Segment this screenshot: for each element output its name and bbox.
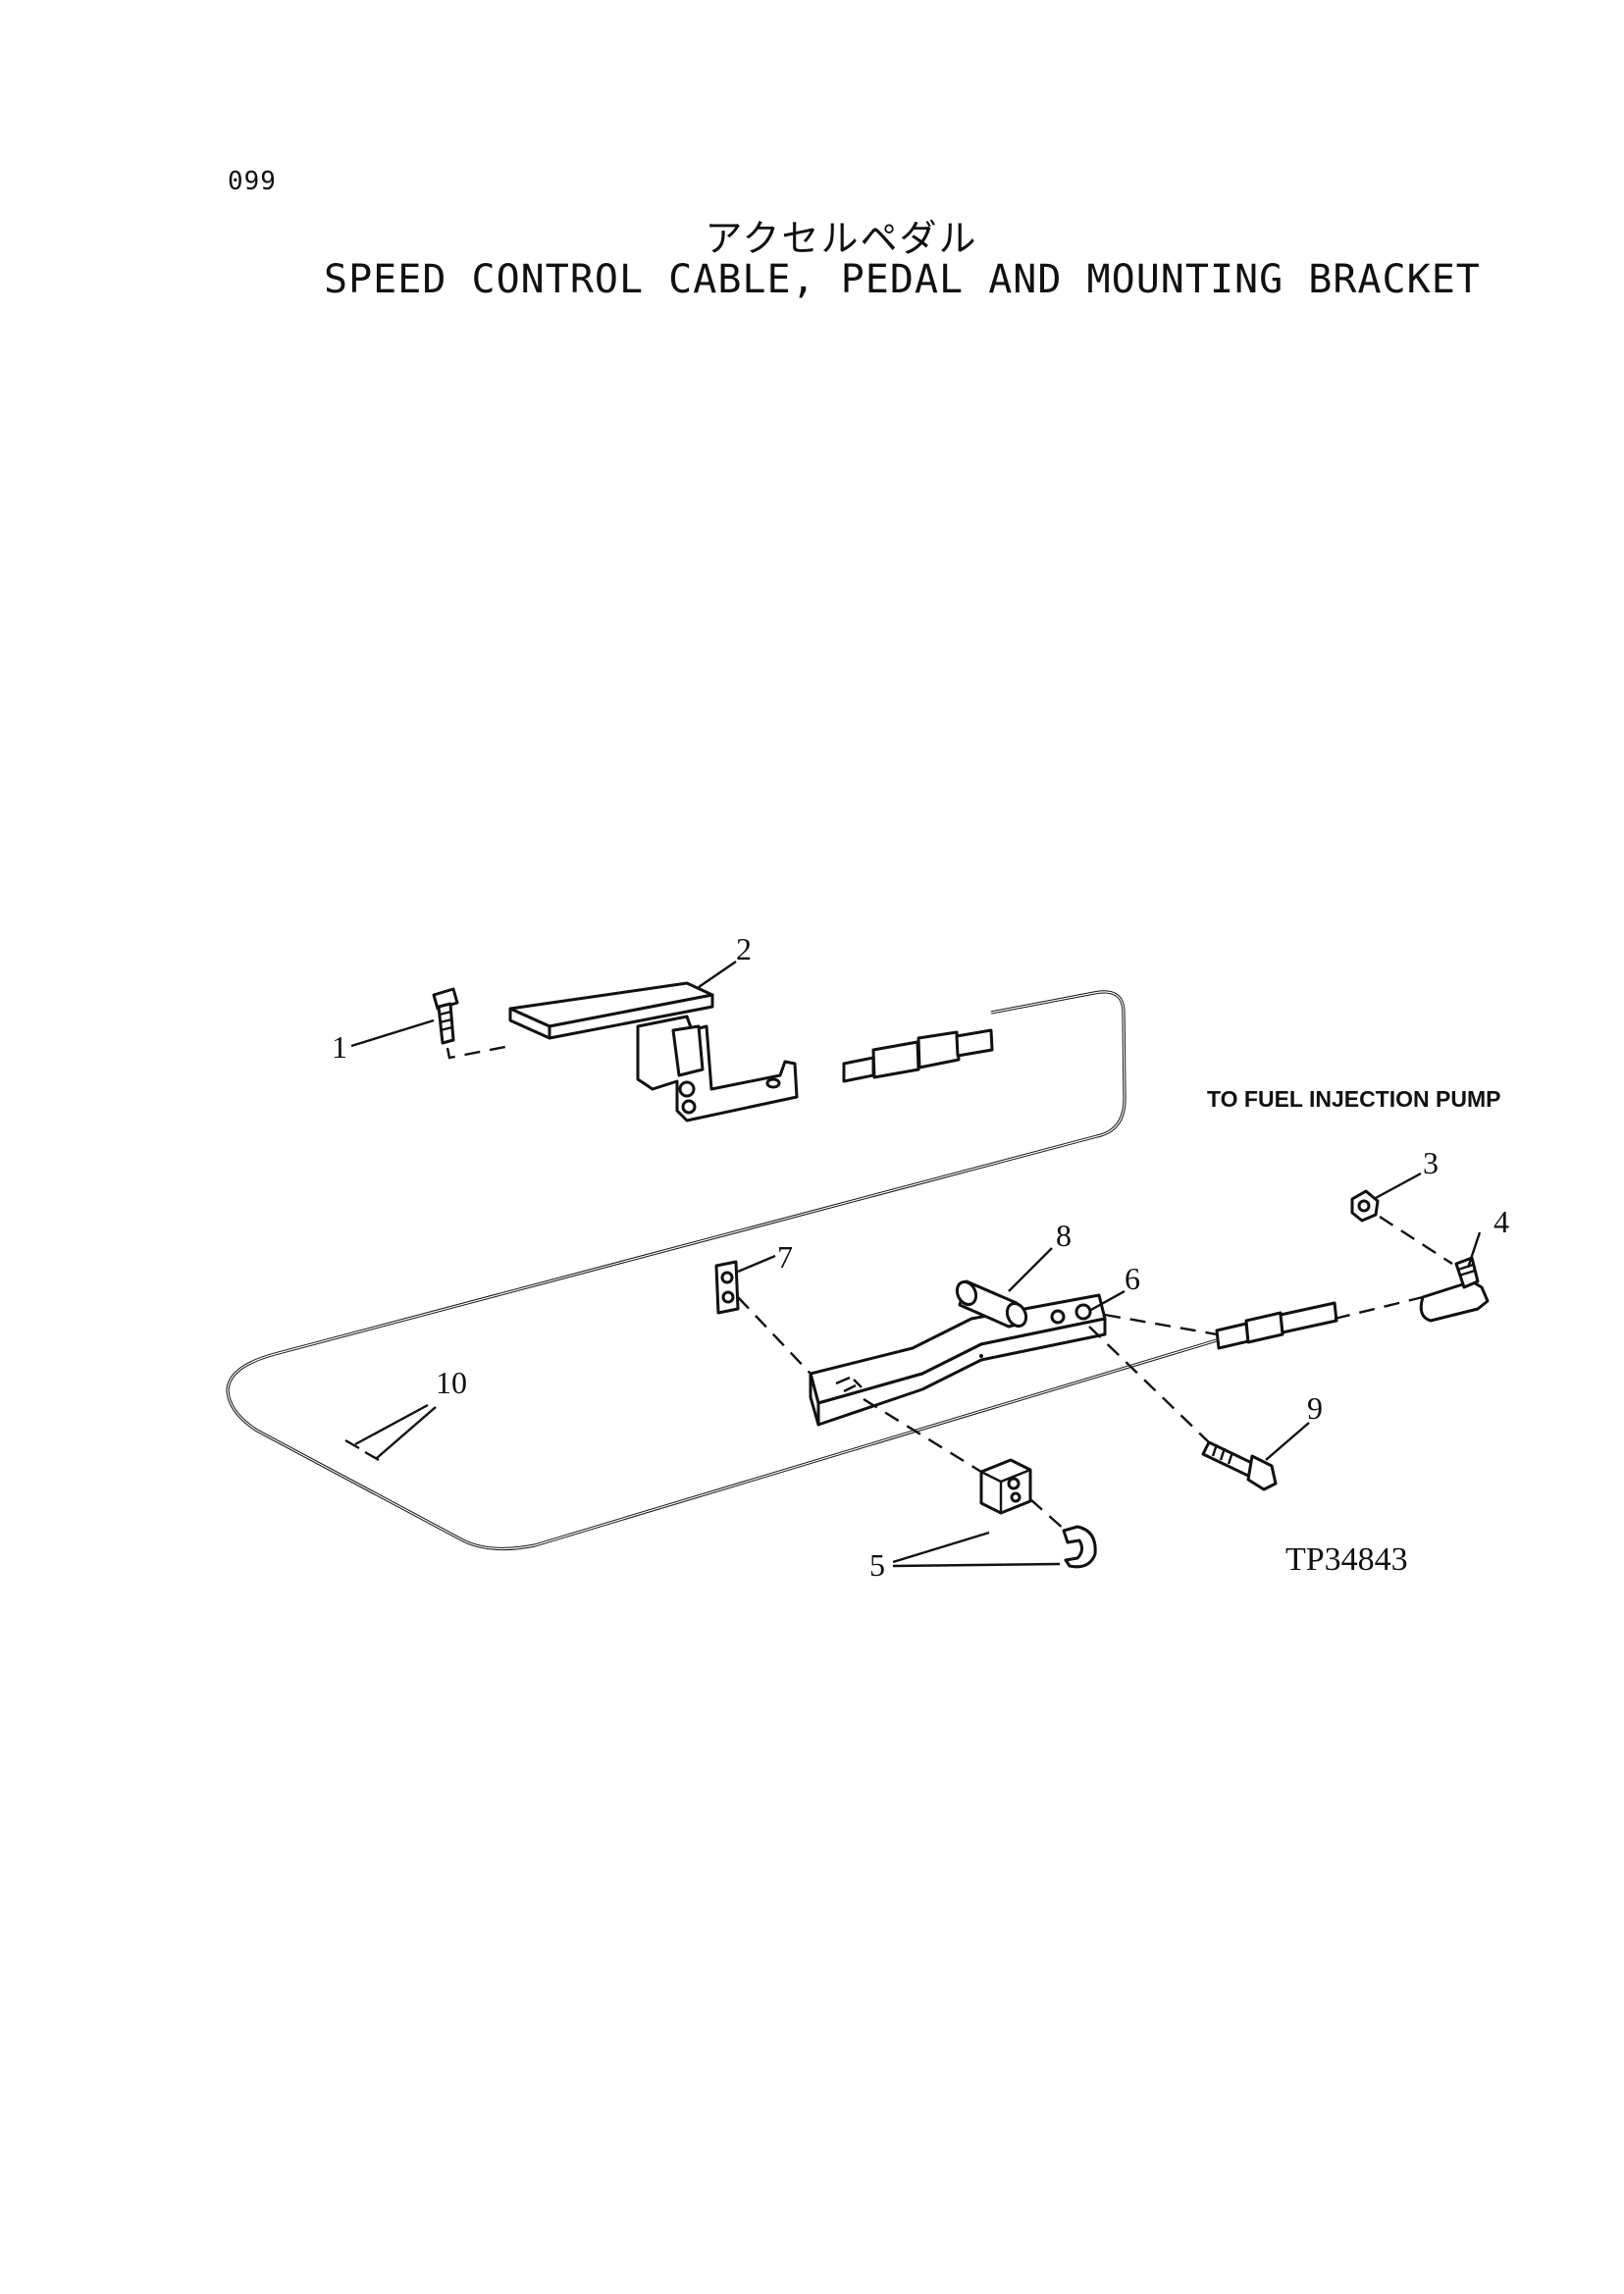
leader-dash-7: [737, 1296, 812, 1375]
leader-dash-9: [1088, 1326, 1210, 1443]
leader-line-2: [698, 961, 737, 988]
callout-2: 2: [736, 931, 752, 966]
leader-line-9: [1265, 1422, 1310, 1461]
callout-4: 4: [1493, 1204, 1509, 1239]
callout-10: 10: [436, 1365, 467, 1400]
nut-part-3: [1350, 1189, 1380, 1223]
callout-1: 1: [332, 1029, 347, 1065]
leader-line-10b: [376, 1406, 437, 1459]
mounting-bracket-part-6: [809, 1293, 1107, 1427]
callout-9: 9: [1307, 1390, 1323, 1426]
title-japanese: アクセルペダル: [705, 217, 978, 260]
leader-dash-5: [863, 1397, 1067, 1532]
page-number: 099: [228, 167, 277, 196]
leader-line-5a: [892, 1531, 990, 1564]
leader-dash-1: [445, 1044, 511, 1060]
leader-line-8: [1008, 1247, 1053, 1292]
clamp-part-5: [979, 1458, 1097, 1569]
callout-6: 6: [1125, 1261, 1140, 1296]
leader-dash-6: [1104, 1313, 1218, 1336]
ball-joint-part-4: [1419, 1256, 1490, 1323]
leader-dash-4: [1334, 1295, 1424, 1321]
accelerator-pedal-part-2: [508, 981, 799, 1122]
callout-8: 8: [1056, 1218, 1072, 1253]
callout-3: 3: [1423, 1145, 1439, 1180]
leader-dash-3: [1379, 1215, 1453, 1266]
leader-line-5b: [892, 1562, 1061, 1568]
leader-line-10a: [354, 1403, 429, 1446]
bolt-part-1: [432, 987, 459, 1045]
leader-line-6: [1088, 1289, 1126, 1313]
fuel-injection-pump-note: TO FUEL INJECTION PUMP: [1207, 1086, 1500, 1112]
page-title: SPEED CONTROL CABLE, PEDAL AND MOUNTING …: [324, 257, 1481, 302]
callout-5: 5: [869, 1547, 885, 1583]
leader-line-7: [737, 1254, 776, 1274]
figure-reference: TP34843: [1285, 1541, 1408, 1578]
leader-line-1: [350, 1018, 435, 1048]
leader-line-3: [1373, 1172, 1422, 1201]
spacer-part-8: [955, 1279, 1028, 1329]
leader-line-4: [1466, 1231, 1482, 1269]
bolt-part-9: [1201, 1440, 1278, 1491]
plate-part-7: [714, 1260, 740, 1315]
callout-7: 7: [777, 1239, 793, 1275]
speed-control-cable: [226, 990, 1338, 1551]
